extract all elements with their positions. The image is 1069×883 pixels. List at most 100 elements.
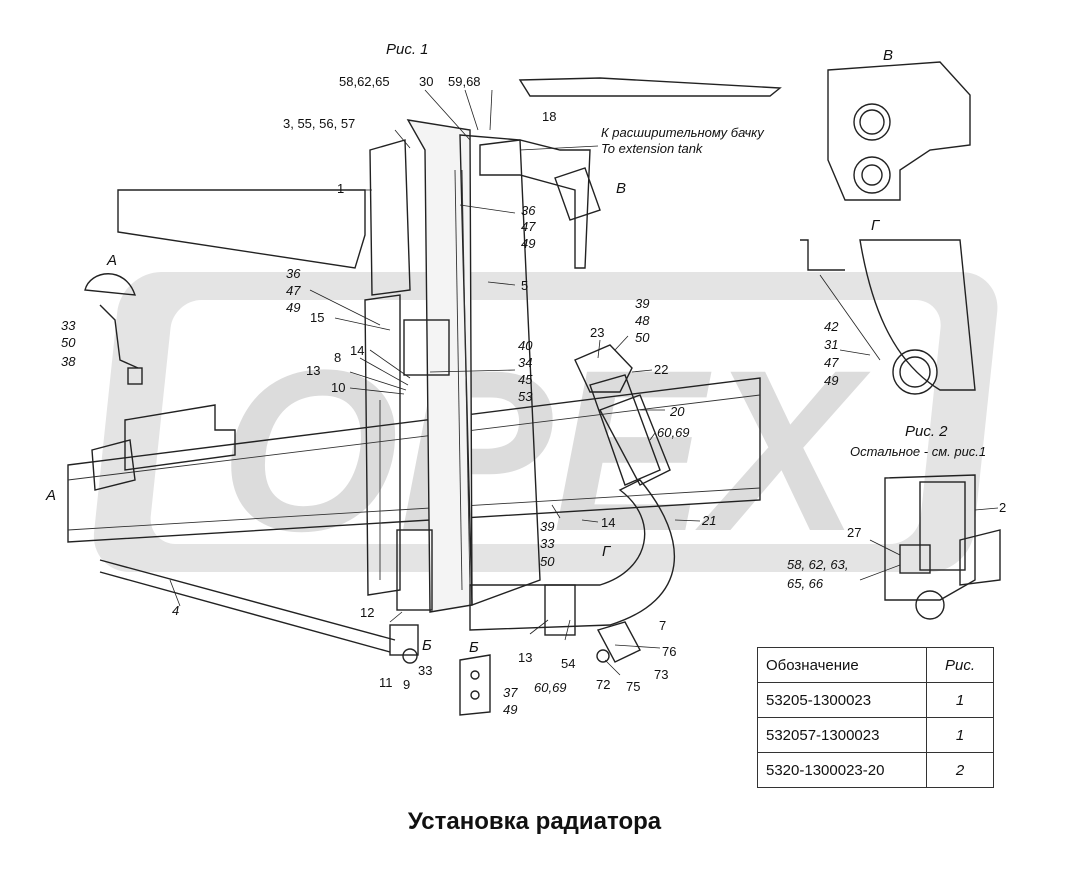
table-header-figure: Рис.: [926, 647, 994, 683]
callout: 47: [824, 355, 839, 370]
table-row: 532057-1300023 1: [757, 717, 994, 753]
callout: 49: [824, 373, 838, 388]
callout: 14: [601, 515, 615, 530]
table-row: 5320-1300023-20 2: [757, 752, 994, 788]
table-cell-designation: 53205-1300023: [757, 682, 927, 718]
view-letter-b-arrow: Б: [422, 637, 432, 654]
view-b-detail: [459, 654, 491, 716]
callout: 7: [659, 618, 666, 633]
callout: 49: [286, 300, 300, 315]
callout: 27: [847, 525, 861, 540]
page-title: Установка радиатора: [407, 808, 662, 835]
view-letter-v-arrow: В: [616, 180, 626, 197]
table-cell-designation: 532057-1300023: [757, 717, 927, 753]
callout: 37: [503, 685, 518, 700]
fig1-caption: Рис. 1: [386, 41, 429, 58]
callout: 49: [521, 236, 535, 251]
callout: 50: [61, 335, 76, 350]
tie-rod: [99, 559, 419, 664]
callout: 2: [999, 500, 1006, 515]
elbow-fitting: [574, 344, 633, 393]
table-header-row: Обозначение Рис.: [757, 647, 994, 683]
annotation-to-tank-ru: К расширительному бачку: [601, 125, 765, 140]
callout: 33: [418, 663, 432, 678]
callout: 48: [635, 313, 650, 328]
view-letter-a-arrow: А: [45, 487, 56, 504]
callout: 15: [310, 310, 324, 325]
callout: 42: [824, 319, 839, 334]
callout: 59,68: [448, 74, 481, 89]
callout: 53: [518, 389, 533, 404]
leader-lines: [169, 89, 999, 676]
callout: 33: [540, 536, 555, 551]
callout: 23: [590, 325, 604, 340]
table-row: 53205-1300023 1: [757, 682, 994, 718]
view-letter-g-arrow: Г: [602, 543, 612, 560]
callout: 13: [306, 363, 320, 378]
callout: 47: [521, 219, 536, 234]
designation-table: Обозначение Рис. 53205-1300023 1 532057-…: [757, 647, 994, 788]
table-cell-figure: 1: [926, 717, 994, 753]
callout: 5: [521, 278, 528, 293]
callout: 50: [540, 554, 555, 569]
table-cell-figure: 1: [926, 682, 994, 718]
table-header-designation: Обозначение: [757, 647, 927, 683]
view-v-detail: [827, 61, 971, 201]
callout: 72: [596, 677, 610, 692]
table-cell-figure: 2: [926, 752, 994, 788]
frame-tube-bracket: [91, 404, 236, 491]
callout: 30: [419, 74, 433, 89]
view-g-detail: [800, 239, 976, 395]
table-cell-designation: 5320-1300023-20: [757, 752, 927, 788]
callout: 39: [635, 296, 649, 311]
fig2-note: Остальное - см. рис.1: [850, 444, 986, 459]
callout: 45: [518, 372, 533, 387]
callout: 9: [403, 677, 410, 692]
callout: 3, 55, 56, 57: [283, 116, 355, 131]
cab-outline: [117, 77, 782, 269]
callout: 22: [654, 362, 668, 377]
frame-rail: [67, 377, 761, 543]
callout: 1: [337, 181, 344, 196]
callout: 54: [561, 656, 575, 671]
callout: 14: [350, 343, 364, 358]
lower-hoses: [469, 374, 675, 636]
callout: 58,62,65: [339, 74, 390, 89]
callout: 12: [360, 605, 374, 620]
callout: 50: [635, 330, 650, 345]
fig2-caption: Рис. 2: [905, 423, 948, 440]
callout: 13: [518, 650, 532, 665]
view-a-detail: [84, 273, 143, 385]
callout: 60,69: [534, 680, 567, 695]
callout: 60,69: [657, 425, 690, 440]
view-letter-b-detail: Б: [469, 639, 479, 656]
callout: 49: [503, 702, 517, 717]
callout: 21: [701, 513, 716, 528]
watermark: OPEX: [93, 272, 998, 579]
shroud-bracket: [364, 139, 411, 596]
watermark-text: OPEX: [220, 322, 871, 579]
callout: 36: [521, 203, 536, 218]
view-letter-a-top: А: [106, 252, 117, 269]
callout: 38: [61, 354, 76, 369]
callout: 40: [518, 338, 533, 353]
fig2-detail: [884, 474, 1001, 620]
callout: 8: [334, 350, 341, 365]
callouts: 58,62,65 30 59,68 3, 55, 56, 57 18 1 36 …: [61, 74, 1006, 717]
view-letter-v-top: В: [883, 47, 893, 64]
callout: 10: [331, 380, 345, 395]
callout: 75: [626, 679, 640, 694]
drain-fitting: [596, 621, 641, 663]
callout: 73: [654, 667, 668, 682]
callout: 33: [61, 318, 76, 333]
view-letter-g-top: Г: [871, 217, 881, 234]
callout: 65, 66: [787, 576, 824, 591]
annotation-to-tank-en: To extension tank: [601, 141, 704, 156]
callout: 18: [542, 109, 556, 124]
callout: 11: [379, 675, 393, 690]
callout: 31: [824, 337, 838, 352]
callout: 4: [172, 603, 179, 618]
callout: 47: [286, 283, 301, 298]
upper-hose: [479, 139, 601, 269]
